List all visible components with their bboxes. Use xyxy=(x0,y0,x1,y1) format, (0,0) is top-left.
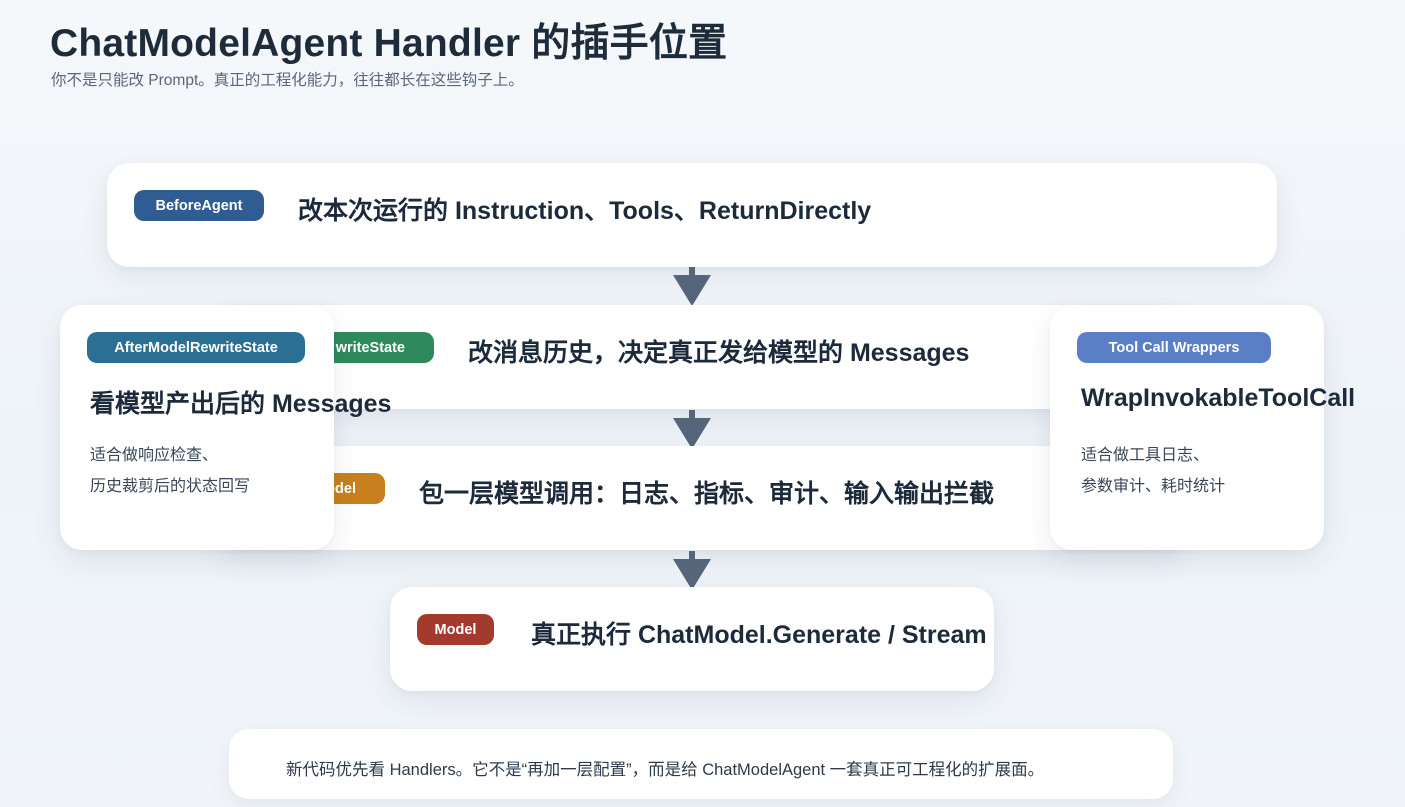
side-line-tool-call-2: 参数审计、耗时统计 xyxy=(1081,478,1226,495)
stage-tag-before-agent: BeforeAgent xyxy=(134,190,264,221)
stage-text-wrap-model: 包一层模型调用：日志、指标、审计、输入输出拦截 xyxy=(419,480,995,508)
side-tag-tool-call-wrappers: Tool Call Wrappers xyxy=(1077,332,1271,363)
flow-arrow-2 xyxy=(673,410,711,449)
side-title-after-model-rewrite-state: 看模型产出后的 Messages xyxy=(90,390,392,418)
stage-text-before-agent: 改本次运行的 Instruction、Tools、ReturnDirectly xyxy=(298,197,872,225)
stage-text-before-model-rewrite-state: 改消息历史，决定真正发给模型的 Messages xyxy=(468,339,970,367)
side-line-after-model-2: 历史裁剪后的状态回写 xyxy=(90,478,251,495)
footer-note-card: 新代码优先看 Handlers。它不是“再加一层配置”，而是给 ChatMode… xyxy=(229,729,1173,799)
side-line-tool-call-1: 适合做工具日志、 xyxy=(1081,447,1210,464)
side-tag-after-model-rewrite-state: AfterModelRewriteState xyxy=(87,332,305,363)
side-card-after-model-rewrite-state: AfterModelRewriteState 看模型产出后的 Messages … xyxy=(60,305,391,550)
flow-arrow-3 xyxy=(673,551,711,590)
side-card-tool-call-wrappers: Tool Call Wrappers WrapInvokableToolCall… xyxy=(1050,305,1355,550)
stage-card-before-model-rewrite-state: writeState 改消息历史，决定真正发给模型的 Messages xyxy=(215,305,1187,409)
stage-text-model: 真正执行 ChatModel.Generate / Stream xyxy=(531,621,987,649)
page-subtitle: 你不是只能改 Prompt。真正的工程化能力，往往都长在这些钩子上。 xyxy=(51,72,524,89)
stage-card-before-agent: BeforeAgent 改本次运行的 Instruction、Tools、Ret… xyxy=(107,163,1277,267)
stage-tag-model: Model xyxy=(417,614,494,645)
side-line-after-model-1: 适合做响应检查、 xyxy=(90,447,219,464)
footer-note-text: 新代码优先看 Handlers。它不是“再加一层配置”，而是给 ChatMode… xyxy=(286,761,1045,779)
side-title-tool-call-wrappers: WrapInvokableToolCall xyxy=(1081,384,1356,412)
stage-card-model: Model 真正执行 ChatModel.Generate / Stream xyxy=(390,587,994,691)
page-title: ChatModelAgent Handler 的插手位置 xyxy=(50,22,728,65)
flow-arrow-1 xyxy=(673,267,711,306)
stage-card-wrap-model: Model 包一层模型调用：日志、指标、审计、输入输出拦截 xyxy=(215,446,1187,550)
